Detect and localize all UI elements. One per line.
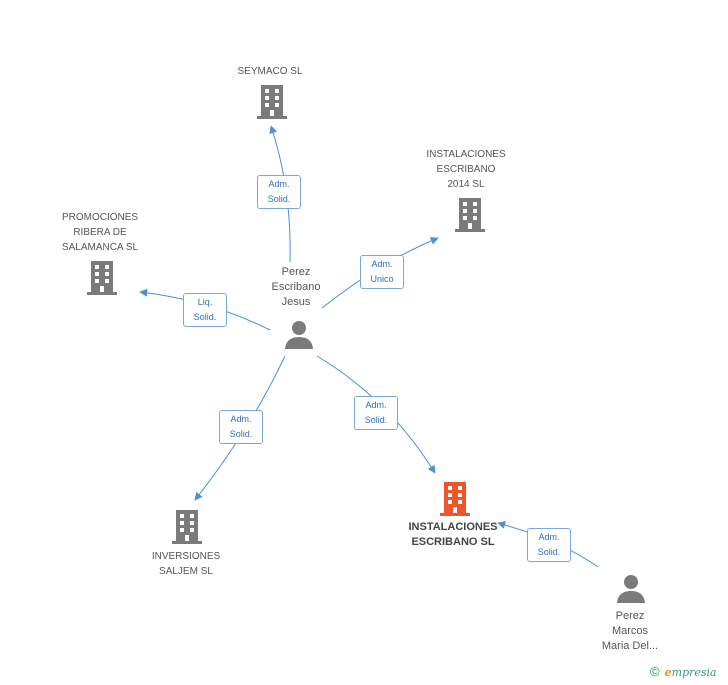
relation-badge-seymaco[interactable]: Adm. Solid. — [257, 175, 301, 209]
company-label-inversiones[interactable]: INVERSIONES SALJEM SL — [151, 551, 221, 577]
relation-badge-instalaciones[interactable]: Adm. Solid. — [354, 396, 398, 430]
brand-logo-text: mpresia — [671, 666, 717, 679]
building-icon-focus[interactable] — [439, 482, 471, 516]
person-label-perez-escribano[interactable]: Perez Escribano Jesus — [271, 266, 321, 308]
brand-logo-e: e — [664, 666, 672, 679]
relation-badge-instalaciones-2014[interactable]: Adm. Unico — [360, 255, 404, 289]
person-icon[interactable] — [616, 574, 646, 604]
footer-brand[interactable]: © empresia — [650, 664, 717, 679]
company-label-instalaciones-2014[interactable]: INSTALACIONES ESCRIBANO 2014 SL — [426, 149, 506, 190]
building-icon[interactable] — [454, 198, 486, 232]
person-label-perez-marcos[interactable]: Perez Marcos Maria Del... — [601, 610, 659, 652]
person-icon[interactable] — [284, 320, 314, 350]
building-icon[interactable] — [256, 85, 288, 119]
company-label-seymaco[interactable]: SEYMACO SL — [237, 66, 303, 77]
relation-badge-promociones[interactable]: Liq. Solid. — [183, 293, 227, 327]
copyright-symbol: © — [650, 664, 660, 679]
company-label-instalaciones[interactable]: INSTALACIONES ESCRIBANO SL — [408, 521, 498, 548]
relation-badge-marcos-instalaciones[interactable]: Adm. Solid. — [527, 528, 571, 562]
brand-logo: empresia — [665, 666, 717, 679]
relation-badge-inversiones[interactable]: Adm. Solid. — [219, 410, 263, 444]
company-label-promociones[interactable]: PROMOCIONES RIBERA DE SALAMANCA SL — [61, 212, 139, 253]
building-icon[interactable] — [171, 510, 203, 544]
building-icon[interactable] — [86, 261, 118, 295]
